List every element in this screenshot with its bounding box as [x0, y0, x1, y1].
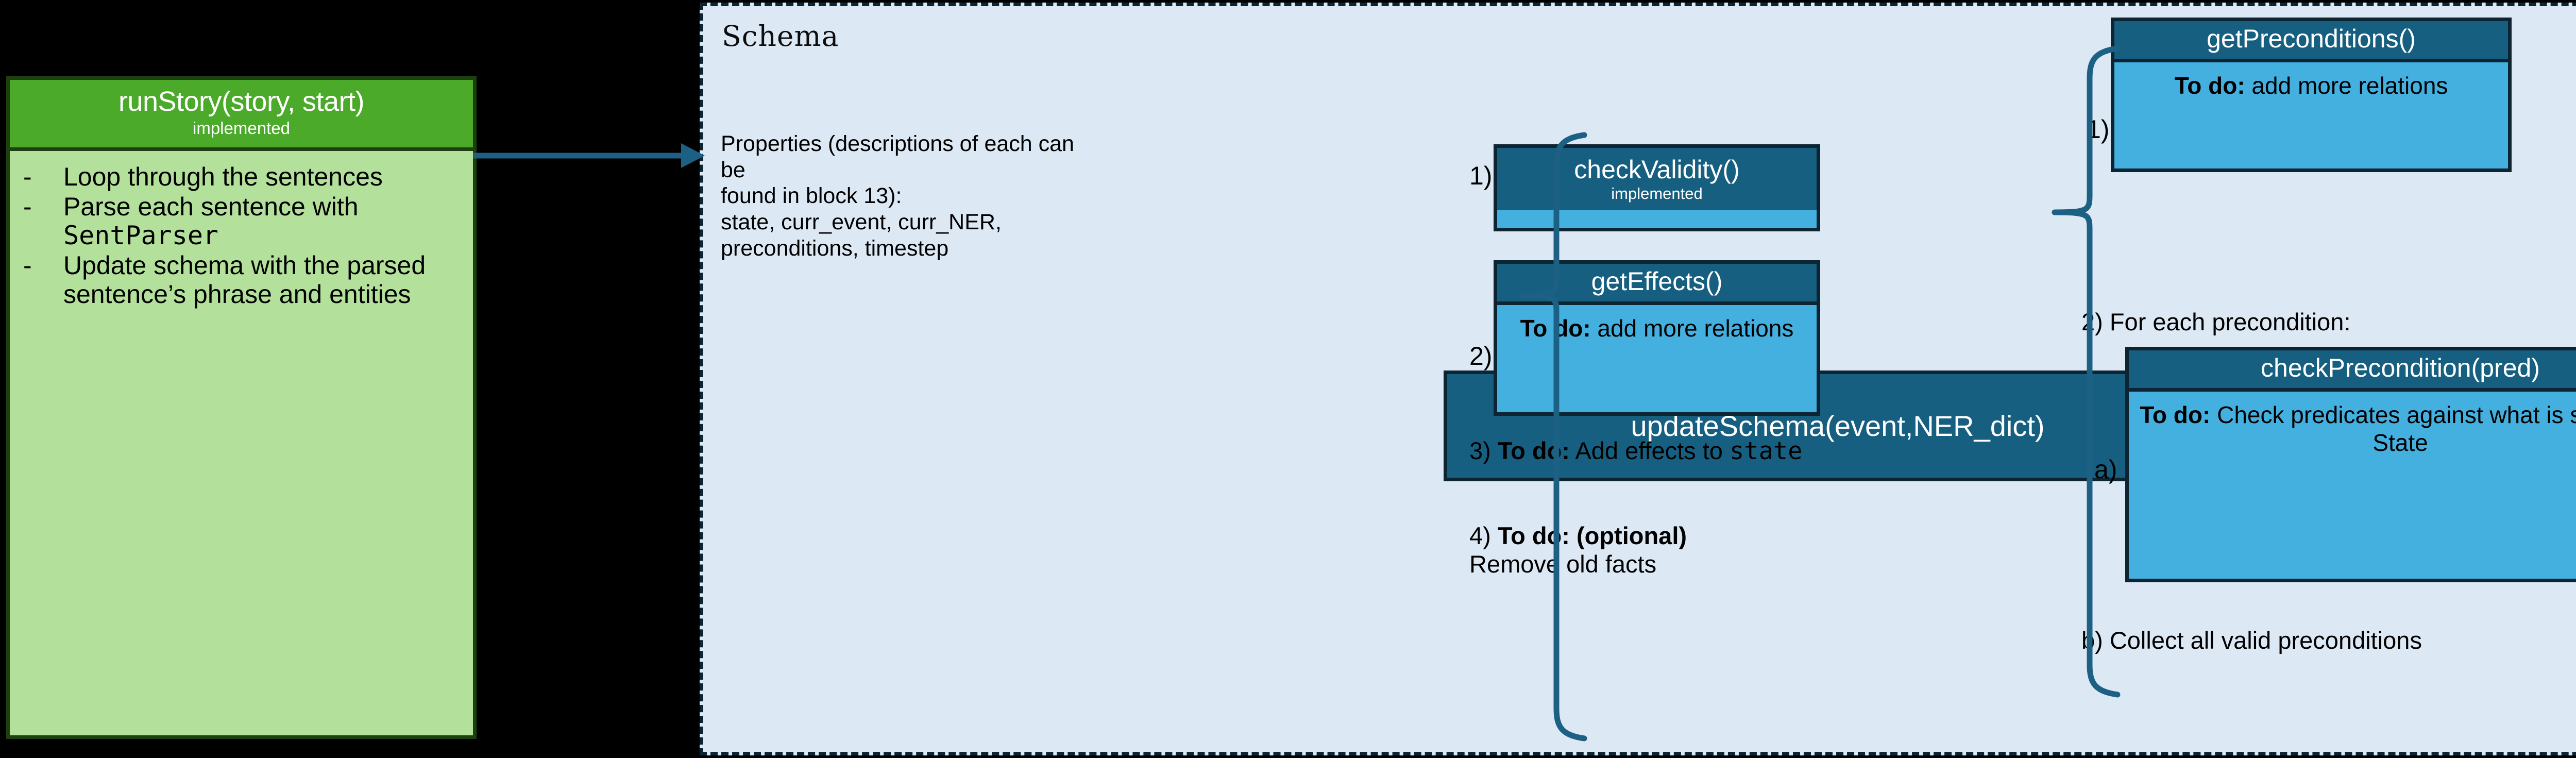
runstory-title: runStory(story, start) [118, 86, 365, 117]
bullet-dash-icon: - [23, 162, 32, 191]
arrow-runstory-to-schema [473, 143, 705, 168]
get-preconditions-header: getPreconditions() [2114, 21, 2508, 62]
bullet-dash-icon: - [23, 192, 32, 221]
runstory-status: implemented [193, 118, 290, 138]
get-effects-body: To do: add more relations [1497, 305, 1817, 349]
list-item: - Parse each sentence with SentParser [23, 192, 460, 250]
bullet-text: Parse each sentence with SentParser [63, 192, 359, 250]
page-title: Schema [722, 20, 839, 53]
schema-properties-text: Properties (descriptions of each can be … [721, 131, 1097, 262]
schema-panel: Schema Properties (descriptions of each … [700, 3, 2576, 755]
check-validity-card[interactable]: checkValidity() implemented [1494, 144, 1820, 231]
step-4-line1: 4) To do: (optional) [1469, 521, 1861, 550]
middle-step-3: 3) To do: Add effects to state [1469, 436, 1948, 465]
check-precondition-card[interactable]: checkPrecondition(pred) To do: Check pre… [2125, 347, 2576, 582]
properties-line: Properties (descriptions of each can be [721, 131, 1074, 182]
properties-line: preconditions, timestep [721, 235, 949, 261]
todo-text: Check predicates against what is stored … [2217, 401, 2576, 456]
todo-label: To do: [1520, 314, 1591, 342]
step-3-marker: 3) [1469, 437, 1491, 464]
right-step-2-heading: 2) For each precondition: [2081, 308, 2351, 335]
todo-label: To do: [2140, 401, 2211, 428]
bullet-dash-icon: - [23, 250, 32, 280]
get-preconditions-body: To do: add more relations [2114, 62, 2508, 107]
bullet-text: Loop through the sentences [63, 162, 383, 191]
step-marker-1-right: 1) [2087, 115, 2110, 144]
bullet-text: Update schema with the parsed sentence’s… [63, 250, 426, 309]
get-effects-card[interactable]: getEffects() To do: add more relations [1494, 260, 1820, 416]
get-preconditions-name: getPreconditions() [2207, 24, 2416, 53]
code-token: SentParser [63, 220, 219, 250]
todo-text: add more relations [1590, 314, 1794, 342]
get-effects-header: getEffects() [1497, 264, 1817, 305]
check-validity-name: checkValidity() [1574, 155, 1740, 184]
properties-line: found in block 13): [721, 183, 902, 209]
list-item: - Loop through the sentences [23, 162, 460, 191]
middle-step-4: 4) To do: (optional) Remove old facts [1469, 521, 1861, 579]
check-precondition-header: checkPrecondition(pred) [2129, 350, 2576, 392]
get-preconditions-card[interactable]: getPreconditions() To do: add more relat… [2111, 18, 2512, 172]
step-4-marker: 4) [1469, 522, 1491, 549]
properties-line: state, curr_event, curr_NER, [721, 210, 1002, 235]
step-marker-a-right: a) [2094, 455, 2117, 484]
todo-text: add more relations [2245, 72, 2448, 99]
check-precondition-name: checkPrecondition(pred) [2261, 353, 2540, 382]
step-marker-1-middle: 1) [1469, 161, 1493, 190]
runstory-bullet-list: - Loop through the sentences - Parse eac… [10, 151, 473, 315]
todo-label: To do: [1497, 437, 1570, 464]
code-token: state [1730, 437, 1803, 465]
check-precondition-body: To do: Check predicates against what is … [2129, 392, 2576, 464]
todo-label: To do: (optional) [1497, 522, 1687, 549]
runstory-card: runStory(story, start) implemented - Loo… [6, 76, 477, 739]
todo-label: To do: [2174, 72, 2245, 99]
check-validity-header: checkValidity() implemented [1497, 148, 1817, 210]
runstory-header: runStory(story, start) implemented [10, 80, 473, 151]
step-3-text: Add effects to [1569, 437, 1730, 464]
step-marker-2-middle: 2) [1469, 342, 1493, 370]
check-validity-status: implemented [1611, 184, 1703, 203]
right-step-b-text: b) Collect all valid preconditions [2081, 627, 2422, 654]
list-item: - Update schema with the parsed sentence… [23, 251, 460, 309]
step-4-line2: Remove old facts [1469, 550, 1657, 578]
get-effects-name: getEffects() [1591, 267, 1723, 296]
